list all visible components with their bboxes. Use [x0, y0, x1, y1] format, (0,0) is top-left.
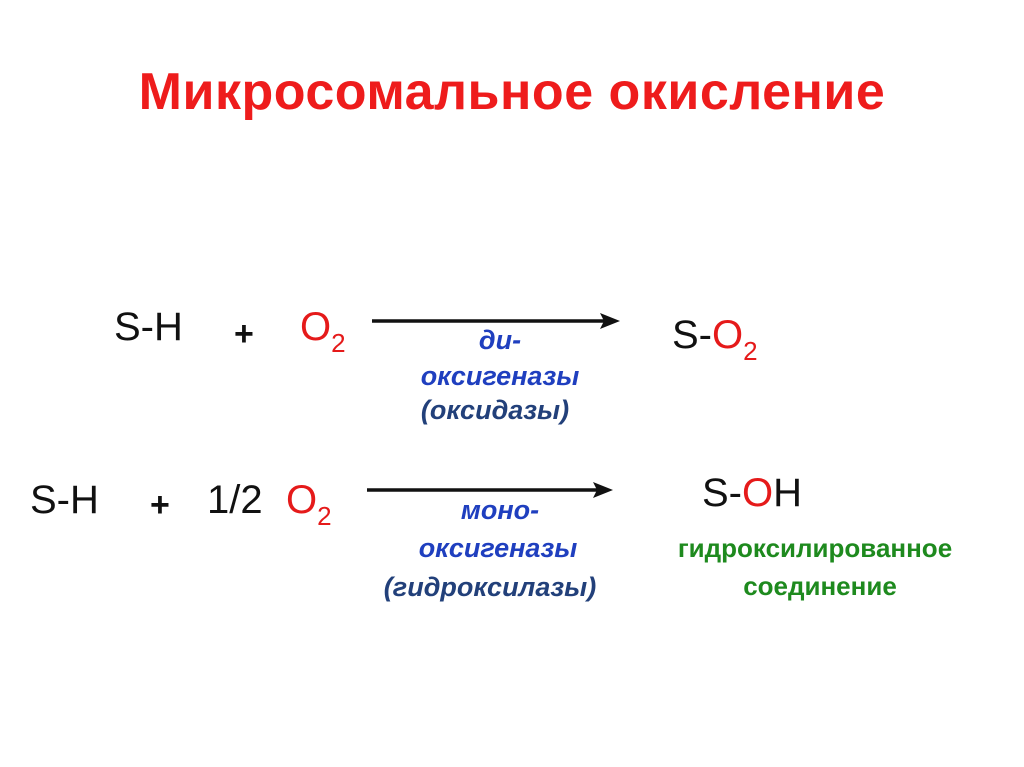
reaction-1-oxygen-symbol: O	[300, 305, 332, 349]
page-title: Микросомальное окисление	[138, 63, 886, 121]
reaction-1-product-prefix: S-	[672, 313, 712, 357]
reaction-2-oxygen: O2	[286, 478, 332, 531]
reaction-2-substrate: S-H	[30, 478, 99, 522]
reaction-2-product: S-OH	[702, 471, 802, 516]
reaction-1-substrate: S-H	[114, 305, 183, 349]
reaction-1-plus: +	[234, 315, 254, 353]
reaction-2-product-suffix: H	[773, 471, 803, 515]
reaction-2-enzyme-line-3: (гидроксилазы)	[383, 572, 597, 602]
reaction-2-product-prefix: S-	[702, 471, 742, 515]
reaction-1-oxygen-subscript: 2	[331, 328, 346, 358]
reaction-2-enzyme-line-1: моно-	[460, 495, 540, 525]
reaction-1-oxygen: O2	[300, 305, 346, 358]
reaction-1-product: S-O2	[672, 313, 758, 366]
reaction-2-oxygen-symbol: O	[286, 478, 318, 522]
reaction-1-product-subscript: 2	[743, 336, 758, 366]
reaction-2-product-oxygen: O	[742, 471, 774, 515]
reaction-2-enzyme-line-2: оксигеназы	[418, 533, 578, 563]
reaction-2-product-note-line-2: соединение	[743, 571, 897, 601]
reaction-2-oxygen-subscript: 2	[317, 501, 332, 531]
reaction-1-arrow	[372, 313, 620, 329]
reaction-1-enzyme-line-1: ди-	[478, 325, 522, 355]
reaction-2-product-note-line-1: гидроксилированное	[677, 533, 953, 563]
reaction-1-enzyme-line-2: оксигеназы	[420, 361, 580, 391]
reaction-2-coefficient: 1/2	[207, 478, 263, 522]
reaction-1-product-oxygen: O	[712, 313, 744, 357]
reaction-2-plus: +	[150, 486, 170, 524]
reaction-1-enzyme-line-3: (оксидазы)	[420, 395, 570, 425]
reaction-2-arrow	[367, 482, 613, 498]
